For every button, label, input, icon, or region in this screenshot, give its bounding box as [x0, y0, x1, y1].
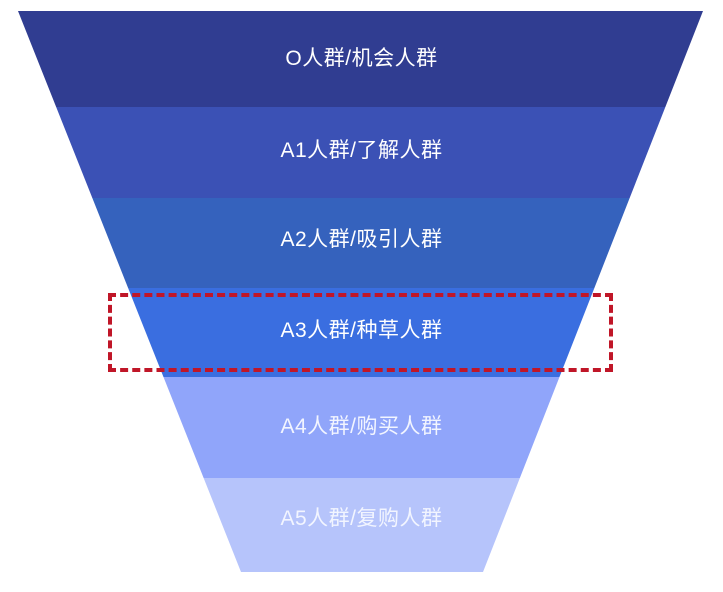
funnel-band-a5[interactable] — [203, 478, 520, 572]
funnel-band-a1[interactable] — [56, 107, 666, 198]
funnel-band-o[interactable] — [18, 11, 703, 107]
funnel-band-group — [18, 11, 703, 572]
funnel-band-a4[interactable] — [163, 377, 560, 478]
funnel-band-a2[interactable] — [92, 198, 630, 288]
highlight-dashed-box[interactable] — [108, 293, 613, 372]
funnel-band-a3[interactable] — [128, 288, 595, 377]
